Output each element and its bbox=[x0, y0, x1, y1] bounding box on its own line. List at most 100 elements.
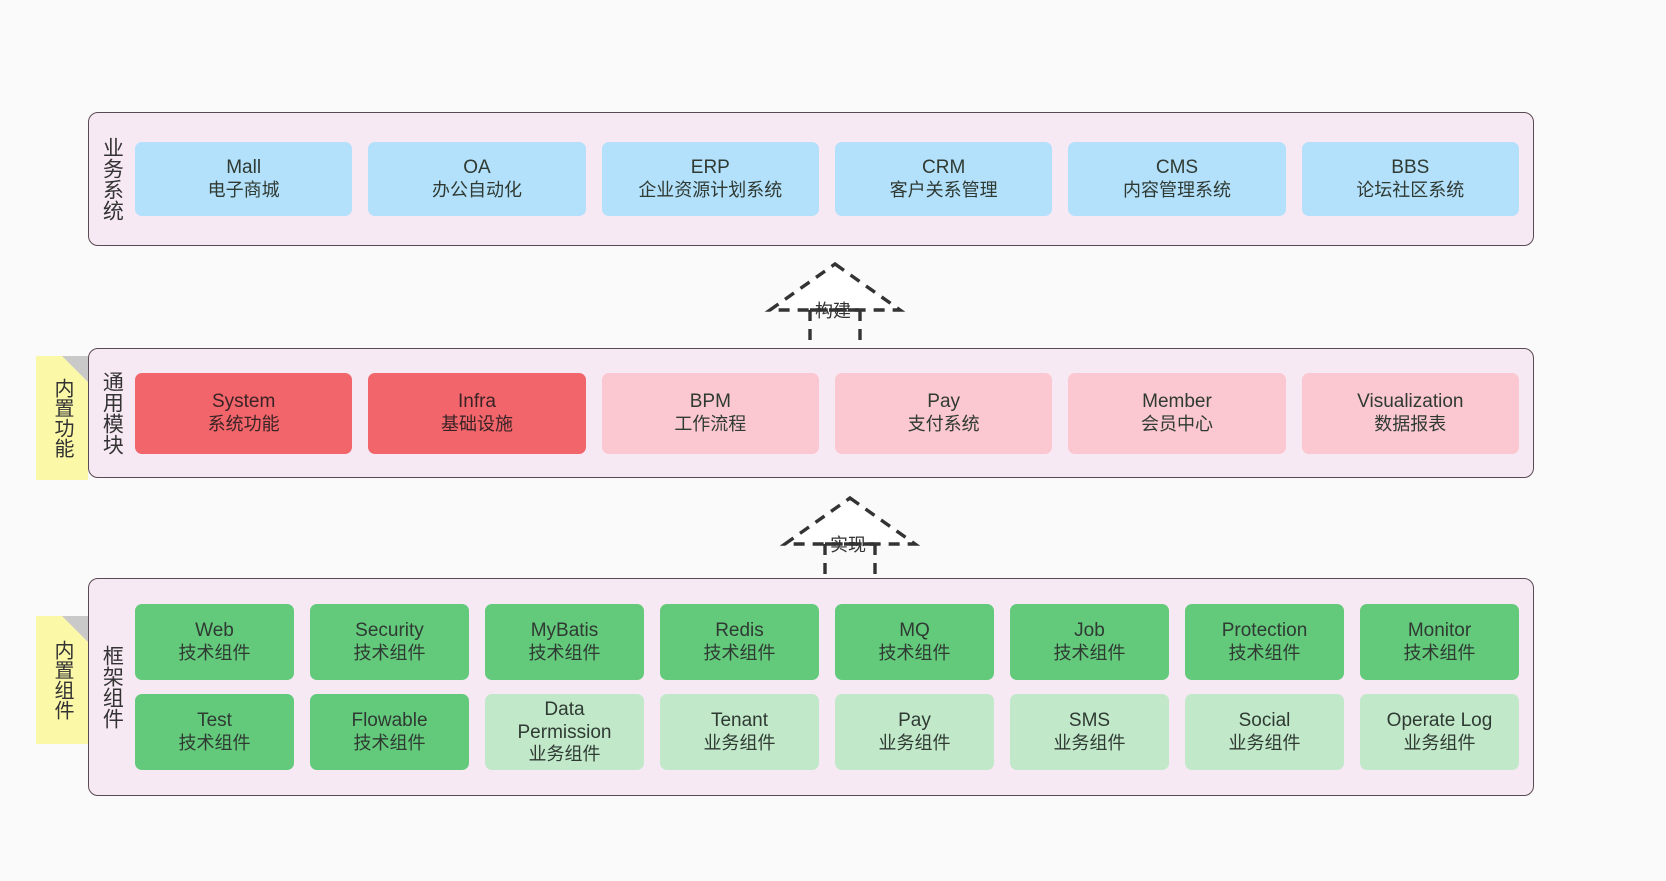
module-erp[interactable]: ERP 企业资源计划系统 bbox=[601, 142, 819, 216]
connector-implement: 实现 bbox=[765, 492, 935, 582]
component-security-desc: 技术组件 bbox=[353, 642, 426, 663]
module-oa-name: OA bbox=[463, 157, 491, 179]
module-bpm-name: BPM bbox=[689, 391, 731, 413]
component-social[interactable]: Social 业务组件 bbox=[1185, 694, 1344, 770]
layer-framework-components-label: 框架组件 bbox=[100, 645, 124, 729]
component-web-name: Web bbox=[195, 620, 234, 642]
module-bpm[interactable]: BPM 工作流程 bbox=[601, 372, 819, 454]
module-bbs-name: BBS bbox=[1391, 157, 1430, 179]
note-builtin-components-label: 内置组件 bbox=[51, 640, 73, 720]
module-visualization[interactable]: Visualization 数据报表 bbox=[1301, 372, 1519, 454]
component-job-desc: 技术组件 bbox=[1053, 642, 1126, 663]
component-tenant[interactable]: Tenant 业务组件 bbox=[660, 694, 819, 770]
module-mall[interactable]: Mall 电子商城 bbox=[135, 142, 353, 216]
module-oa[interactable]: OA 办公自动化 bbox=[368, 142, 586, 216]
component-redis[interactable]: Redis 技术组件 bbox=[660, 604, 819, 680]
layer-framework-components-body: Web 技术组件 Security 技术组件 MyBatis 技术组件 Redi… bbox=[133, 579, 1533, 795]
connector-implement-label: 实现 bbox=[830, 535, 866, 555]
component-sms-desc: 业务组件 bbox=[1053, 732, 1126, 753]
module-erp-name: ERP bbox=[690, 157, 730, 179]
component-flowable-desc: 技术组件 bbox=[353, 732, 426, 753]
component-operate-log[interactable]: Operate Log 业务组件 bbox=[1360, 694, 1519, 770]
module-crm-name: CRM bbox=[922, 157, 966, 179]
module-member-name: Member bbox=[1142, 391, 1212, 413]
module-cms[interactable]: CMS 内容管理系统 bbox=[1068, 142, 1286, 216]
component-redis-name: Redis bbox=[715, 620, 764, 642]
layer-business-systems-label: 业务系统 bbox=[100, 137, 124, 221]
component-monitor[interactable]: Monitor 技术组件 bbox=[1360, 604, 1519, 680]
component-social-name: Social bbox=[1238, 710, 1291, 732]
module-erp-desc: 企业资源计划系统 bbox=[638, 179, 783, 200]
component-protection-name: Protection bbox=[1221, 620, 1308, 642]
module-oa-desc: 办公自动化 bbox=[431, 179, 522, 200]
module-bpm-desc: 工作流程 bbox=[674, 413, 747, 434]
component-operate-log-name: Operate Log bbox=[1386, 710, 1493, 732]
module-pay[interactable]: Pay 支付系统 bbox=[834, 372, 1053, 454]
note-fold-corner-icon bbox=[62, 356, 88, 382]
layer-common-modules-row: System 系统功能 Infra 基础设施 BPM 工作流程 Pay 支付系统… bbox=[135, 372, 1519, 454]
module-infra[interactable]: Infra 基础设施 bbox=[368, 372, 586, 454]
component-protection-desc: 技术组件 bbox=[1228, 642, 1301, 663]
component-data-permission[interactable]: Data Permission 业务组件 bbox=[485, 694, 644, 770]
layer-common-modules-label: 通用模块 bbox=[100, 371, 124, 455]
component-protection[interactable]: Protection 技术组件 bbox=[1185, 604, 1344, 680]
component-tenant-desc: 业务组件 bbox=[703, 732, 776, 753]
component-web[interactable]: Web 技术组件 bbox=[135, 604, 294, 680]
layer-business-systems-row: Mall 电子商城 OA 办公自动化 ERP 企业资源计划系统 CRM 客户关系… bbox=[135, 142, 1519, 216]
layer-framework-components: 框架组件 Web 技术组件 Security 技术组件 MyBatis 技术组件… bbox=[88, 578, 1534, 796]
module-member[interactable]: Member 会员中心 bbox=[1068, 372, 1286, 454]
module-crm[interactable]: CRM 客户关系管理 bbox=[834, 142, 1053, 216]
connector-build-arrow-icon bbox=[764, 261, 906, 350]
module-pay-desc: 支付系统 bbox=[907, 413, 980, 434]
component-mybatis-desc: 技术组件 bbox=[528, 642, 601, 663]
component-pay-desc: 业务组件 bbox=[878, 732, 951, 753]
module-visualization-name: Visualization bbox=[1357, 391, 1464, 413]
module-system[interactable]: System 系统功能 bbox=[135, 372, 353, 454]
component-monitor-name: Monitor bbox=[1407, 620, 1472, 642]
connector-implement-arrow-icon bbox=[779, 495, 921, 582]
component-web-desc: 技术组件 bbox=[178, 642, 251, 663]
layer-common-modules-body: System 系统功能 Infra 基础设施 BPM 工作流程 Pay 支付系统… bbox=[133, 349, 1533, 477]
layer-common-modules: 通用模块 System 系统功能 Infra 基础设施 BPM 工作流程 Pay… bbox=[88, 348, 1534, 478]
component-pay[interactable]: Pay 业务组件 bbox=[835, 694, 994, 770]
module-mall-name: Mall bbox=[226, 157, 262, 179]
component-security-name: Security bbox=[355, 620, 424, 642]
component-monitor-desc: 技术组件 bbox=[1403, 642, 1476, 663]
connector-build-label: 构建 bbox=[815, 301, 851, 321]
component-social-desc: 业务组件 bbox=[1228, 732, 1301, 753]
component-data-permission-desc: 业务组件 bbox=[528, 744, 601, 765]
note-fold-corner-icon bbox=[62, 616, 88, 642]
layer-framework-row-business: Test 技术组件 Flowable 技术组件 Data Permission … bbox=[135, 694, 1519, 770]
module-member-desc: 会员中心 bbox=[1140, 413, 1213, 434]
component-mybatis[interactable]: MyBatis 技术组件 bbox=[485, 604, 644, 680]
module-infra-name: Infra bbox=[457, 391, 496, 413]
note-builtin-features: 内置功能 bbox=[36, 356, 88, 480]
note-builtin-features-label: 内置功能 bbox=[51, 378, 73, 458]
component-redis-desc: 技术组件 bbox=[703, 642, 776, 663]
component-tenant-name: Tenant bbox=[710, 710, 769, 732]
module-system-desc: 系统功能 bbox=[207, 413, 280, 434]
component-test-name: Test bbox=[197, 710, 232, 732]
layer-framework-row-technical: Web 技术组件 Security 技术组件 MyBatis 技术组件 Redi… bbox=[135, 604, 1519, 680]
component-mq-desc: 技术组件 bbox=[878, 642, 951, 663]
module-cms-desc: 内容管理系统 bbox=[1122, 179, 1231, 200]
layer-business-systems: 业务系统 Mall 电子商城 OA 办公自动化 ERP 企业资源计划系统 CRM… bbox=[88, 112, 1534, 246]
component-mq[interactable]: MQ 技术组件 bbox=[835, 604, 994, 680]
module-bbs[interactable]: BBS 论坛社区系统 bbox=[1301, 142, 1519, 216]
component-test[interactable]: Test 技术组件 bbox=[135, 694, 294, 770]
component-security[interactable]: Security 技术组件 bbox=[310, 604, 469, 680]
module-pay-name: Pay bbox=[927, 391, 961, 413]
component-flowable[interactable]: Flowable 技术组件 bbox=[310, 694, 469, 770]
module-infra-desc: 基础设施 bbox=[440, 413, 513, 434]
component-pay-name: Pay bbox=[898, 710, 931, 732]
module-crm-desc: 客户关系管理 bbox=[889, 179, 998, 200]
module-mall-desc: 电子商城 bbox=[207, 179, 280, 200]
module-visualization-desc: 数据报表 bbox=[1374, 413, 1447, 434]
module-bbs-desc: 论坛社区系统 bbox=[1356, 179, 1465, 200]
component-job[interactable]: Job 技术组件 bbox=[1010, 604, 1169, 680]
component-sms-name: SMS bbox=[1068, 710, 1111, 732]
layer-business-systems-body: Mall 电子商城 OA 办公自动化 ERP 企业资源计划系统 CRM 客户关系… bbox=[133, 113, 1533, 245]
component-data-permission-name: Data Permission bbox=[517, 698, 612, 744]
component-sms[interactable]: SMS 业务组件 bbox=[1010, 694, 1169, 770]
